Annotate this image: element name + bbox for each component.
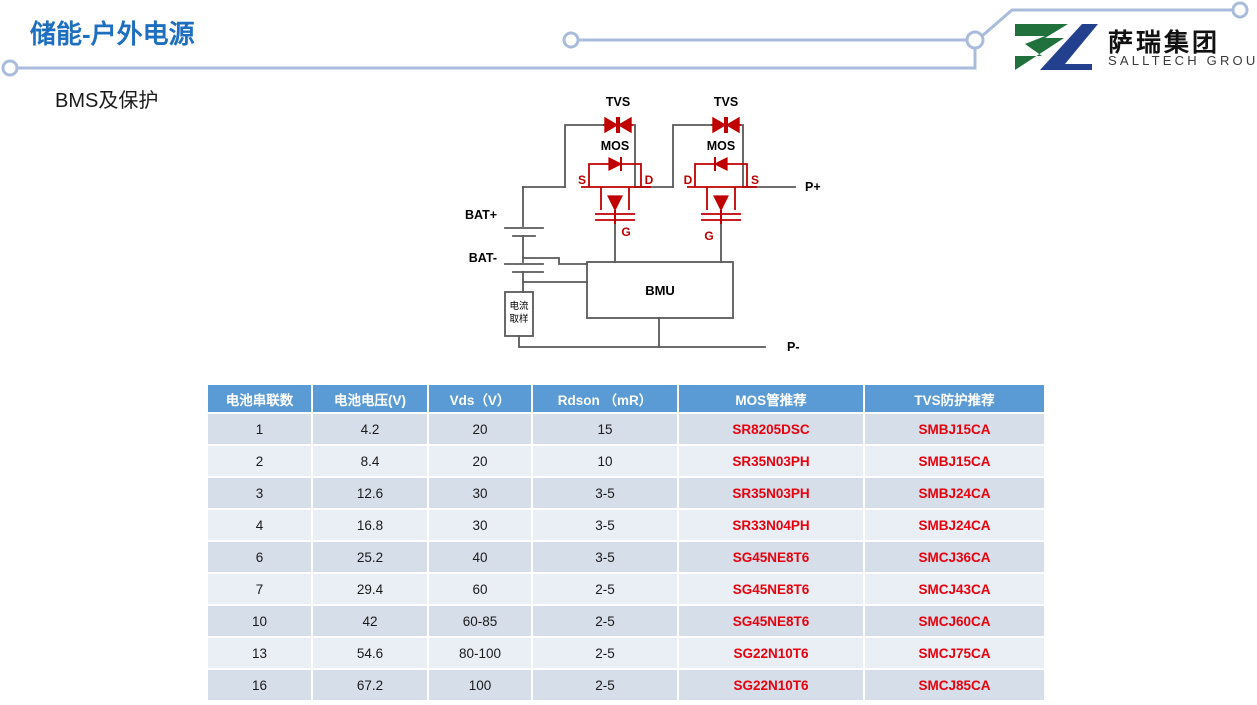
label-tvs-left: TVS bbox=[606, 95, 630, 109]
table-cell: 16 bbox=[208, 669, 313, 702]
table-cell: 2-5 bbox=[532, 637, 679, 670]
table-cell: 6 bbox=[208, 541, 313, 574]
label-p-minus: P- bbox=[787, 340, 800, 354]
table-cell: 7 bbox=[208, 573, 313, 606]
label-p-plus: P+ bbox=[805, 180, 821, 194]
table-cell: SR35N03PH bbox=[678, 445, 865, 478]
logo-name-cn: 萨瑞集团 bbox=[1108, 29, 1221, 57]
column-header-vds: Vds（V） bbox=[428, 385, 533, 414]
table-cell: SMCJ36CA bbox=[864, 541, 1044, 574]
table-cell: SMBJ15CA bbox=[864, 445, 1044, 478]
label-mos-left: MOS bbox=[601, 139, 629, 153]
table-cell: SMCJ60CA bbox=[864, 605, 1044, 638]
table-cell: 54.6 bbox=[312, 637, 429, 670]
mos-tvs-selection-table: 电池串联数 电池电压(V) Vds（V） Rdson （mR） MOS管推荐 T… bbox=[208, 385, 1044, 702]
table-cell: 30 bbox=[428, 477, 533, 510]
deco-circle-mid bbox=[562, 31, 580, 49]
table-cell: 20 bbox=[428, 413, 533, 446]
table-cell: 10 bbox=[532, 445, 679, 478]
deco-circle-node bbox=[965, 30, 985, 50]
table-cell: 2-5 bbox=[532, 573, 679, 606]
table-cell: 42 bbox=[312, 605, 429, 638]
company-logo: 萨瑞集团 SALLTECH GROUP bbox=[1012, 22, 1257, 74]
table-cell: 3-5 bbox=[532, 541, 679, 574]
table-cell: 15 bbox=[532, 413, 679, 446]
table-cell: 1 bbox=[208, 413, 313, 446]
label-mos-right: MOS bbox=[707, 139, 735, 153]
table-cell: 3-5 bbox=[532, 509, 679, 542]
table-cell: 12.6 bbox=[312, 477, 429, 510]
label-bmu: BMU bbox=[645, 283, 675, 298]
label-mos-left-gate: G bbox=[621, 225, 630, 239]
table-cell: 29.4 bbox=[312, 573, 429, 606]
table-cell: 30 bbox=[428, 509, 533, 542]
table-cell: SMBJ24CA bbox=[864, 509, 1044, 542]
table-cell: SG22N10T6 bbox=[678, 637, 865, 670]
table-cell: SMBJ24CA bbox=[864, 477, 1044, 510]
table-cell: 8.4 bbox=[312, 445, 429, 478]
table-cell: 80-100 bbox=[428, 637, 533, 670]
table-cell: SMCJ75CA bbox=[864, 637, 1044, 670]
column-header-tvs-recommend: TVS防护推荐 bbox=[864, 385, 1044, 414]
column-header-series-count: 电池串联数 bbox=[208, 385, 313, 414]
table-cell: 40 bbox=[428, 541, 533, 574]
table-cell: 16.8 bbox=[312, 509, 429, 542]
table-cell: 20 bbox=[428, 445, 533, 478]
table-cell: SMCJ43CA bbox=[864, 573, 1044, 606]
table-cell: SG45NE8T6 bbox=[678, 605, 865, 638]
label-bat-plus: BAT+ bbox=[465, 208, 497, 222]
label-mos-left-source: S bbox=[578, 173, 586, 187]
label-shunt-line1: 电流 bbox=[509, 300, 529, 312]
table-cell: 4 bbox=[208, 509, 313, 542]
label-mos-right-source: S bbox=[751, 173, 759, 187]
label-mos-right-gate: G bbox=[704, 229, 713, 243]
table-cell: 100 bbox=[428, 669, 533, 702]
table-cell: 60 bbox=[428, 573, 533, 606]
page-title: 储能-户外电源 bbox=[30, 19, 195, 49]
table-cell: 2-5 bbox=[532, 669, 679, 702]
logo-name-en: SALLTECH GROUP bbox=[1108, 53, 1257, 68]
label-bat-minus: BAT- bbox=[469, 251, 497, 265]
table-header-row: 电池串联数 电池电压(V) Vds（V） Rdson （mR） MOS管推荐 T… bbox=[208, 385, 1044, 414]
column-header-rdson: Rdson （mR） bbox=[532, 385, 679, 414]
label-tvs-right: TVS bbox=[714, 95, 738, 109]
table-cell: SMCJ85CA bbox=[864, 669, 1044, 702]
deco-circle-right bbox=[1231, 1, 1249, 19]
table-cell: 4.2 bbox=[312, 413, 429, 446]
label-mos-left-drain: D bbox=[645, 173, 654, 187]
column-header-battery-voltage: 电池电压(V) bbox=[312, 385, 429, 414]
table-cell: 67.2 bbox=[312, 669, 429, 702]
table-cell: 2-5 bbox=[532, 605, 679, 638]
deco-circle-left bbox=[1, 59, 19, 77]
column-header-mos-recommend: MOS管推荐 bbox=[678, 385, 865, 414]
table-cell: 60-85 bbox=[428, 605, 533, 638]
table-cell: SG45NE8T6 bbox=[678, 573, 865, 606]
table-cell: 25.2 bbox=[312, 541, 429, 574]
table-cell: 3-5 bbox=[532, 477, 679, 510]
label-shunt-line2: 取样 bbox=[509, 313, 528, 325]
table-cell: SMBJ15CA bbox=[864, 413, 1044, 446]
table-cell: 10 bbox=[208, 605, 313, 638]
table-cell: 13 bbox=[208, 637, 313, 670]
table-cell: SG45NE8T6 bbox=[678, 541, 865, 574]
table-cell: SG22N10T6 bbox=[678, 669, 865, 702]
table-cell: 2 bbox=[208, 445, 313, 478]
table-cell: SR35N03PH bbox=[678, 477, 865, 510]
table-cell: SR8205DSC bbox=[678, 413, 865, 446]
label-mos-right-drain: D bbox=[684, 173, 693, 187]
bms-circuit-diagram: TVS TVS MOS MOS S D G D S G BAT+ BAT- P+… bbox=[465, 95, 821, 354]
table-cell: 3 bbox=[208, 477, 313, 510]
salltech-logo-mark bbox=[1015, 24, 1098, 70]
table-cell: SR33N04PH bbox=[678, 509, 865, 542]
section-subtitle: BMS及保护 bbox=[55, 90, 159, 112]
